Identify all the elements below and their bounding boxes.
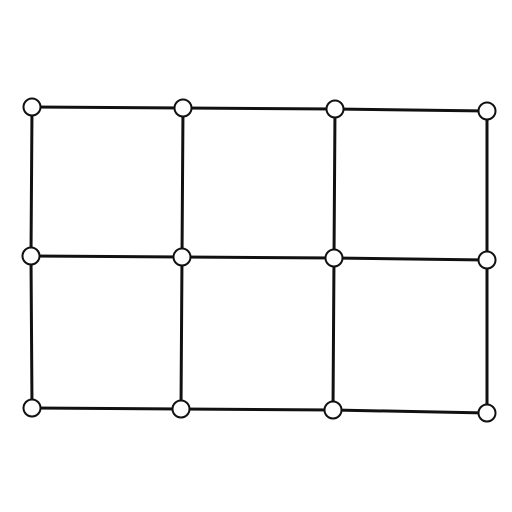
node-r2-c3 — [324, 248, 344, 268]
edge-h-r2-c1 — [29, 254, 184, 259]
edge-h-r1-c2 — [181, 106, 337, 111]
edge-h-r2-c2 — [180, 255, 336, 260]
node-r2-c4 — [477, 250, 497, 270]
edge-v-r2-c1 — [29, 254, 34, 410]
node-r2-c2 — [172, 247, 192, 267]
edge-v-r1-c3 — [332, 107, 337, 260]
node-r1-c1 — [22, 97, 42, 117]
edge-v-r2-c3 — [331, 256, 336, 412]
edge-h-r2-c3 — [332, 256, 489, 262]
node-r1-c3 — [325, 99, 345, 119]
edge-v-r2-c2 — [179, 255, 184, 411]
edge-v-r1-c1 — [29, 105, 34, 258]
node-r2-c1 — [21, 246, 41, 266]
edge-h-r3-c1 — [30, 406, 183, 411]
edge-h-r3-c3 — [331, 408, 489, 415]
edge-h-r1-c3 — [333, 107, 489, 113]
node-r3-c1 — [22, 398, 42, 418]
edges-layer — [29, 105, 489, 415]
edge-v-r1-c2 — [180, 106, 185, 259]
node-r3-c3 — [323, 400, 343, 420]
edge-h-r3-c2 — [179, 407, 335, 412]
node-r1-c4 — [477, 101, 497, 121]
edge-h-r1-c1 — [30, 105, 185, 110]
node-r1-c2 — [173, 98, 193, 118]
node-r3-c4 — [477, 403, 497, 423]
node-r3-c2 — [171, 399, 191, 419]
nodes-layer — [21, 97, 497, 423]
